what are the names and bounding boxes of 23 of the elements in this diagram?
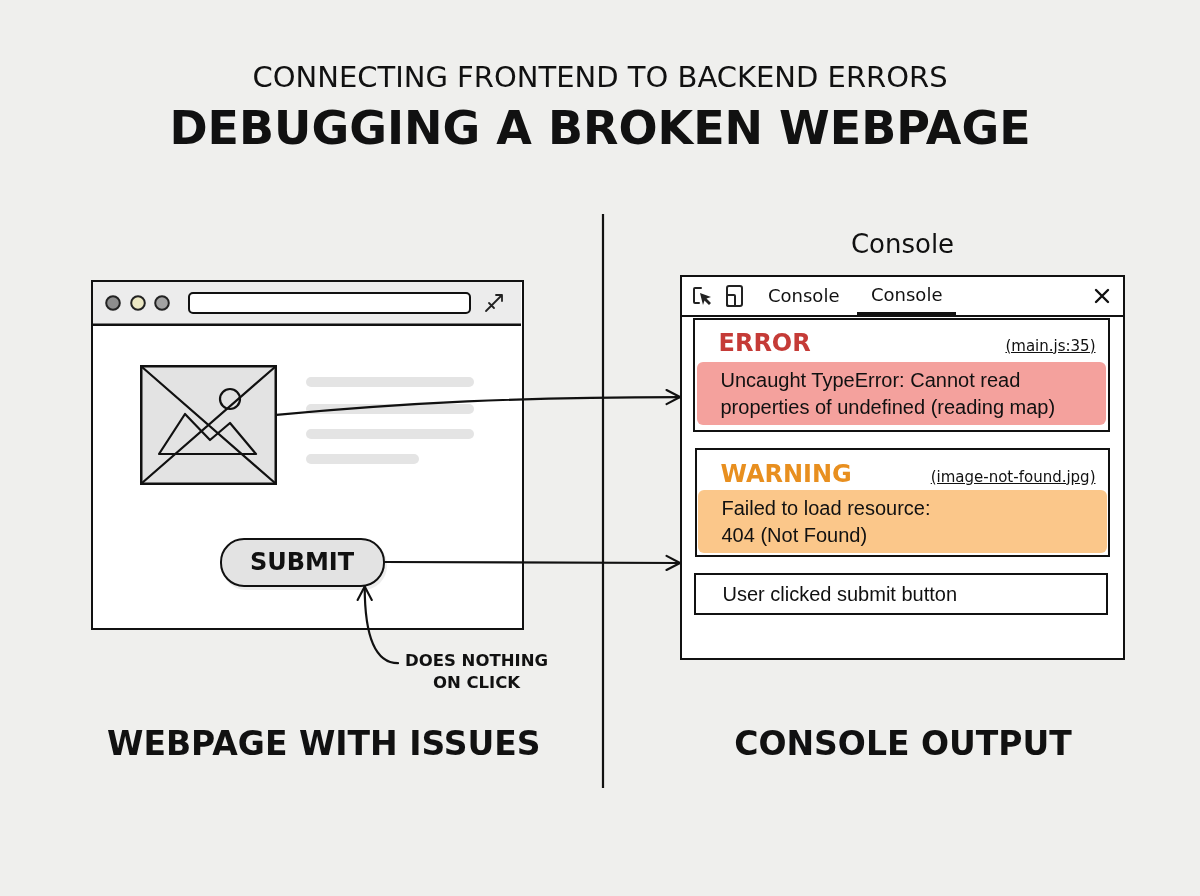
browser-window <box>91 280 524 630</box>
image-placeholder <box>139 364 277 485</box>
arrow <box>383 554 682 572</box>
submit-button: SUBMIT <box>219 537 385 587</box>
section-caption: CONSOLE OUTPUT <box>734 723 1072 765</box>
source-link: (main.js:35) <box>1005 335 1096 356</box>
subtitle: CONNECTING FRONTEND TO BACKEND ERRORS <box>252 59 948 96</box>
section-caption: WEBPAGE WITH ISSUES <box>107 723 541 765</box>
panel-heading: Console <box>850 228 955 261</box>
active-tab-label: Console <box>857 277 957 315</box>
log-message: User clicked submit button <box>693 572 1108 615</box>
warning-message: Failed to load resource: 404 (Not Found) <box>697 489 1107 553</box>
error-entry <box>692 317 1110 432</box>
tab-label: Console <box>768 284 840 308</box>
warning-entry <box>694 447 1110 557</box>
leader-line <box>356 585 400 665</box>
source-link: (image-not-found.jpg) <box>930 466 1096 487</box>
warning-label: WARNING <box>720 458 852 489</box>
arrow <box>275 388 682 416</box>
title: DEBUGGING A BROKEN WEBPAGE <box>169 100 1031 156</box>
error-message: Uncaught TypeError: Cannot read properties of undefined (reading map) <box>696 361 1106 425</box>
annotation-text: DOES NOTHING ON CLICK <box>398 650 555 694</box>
error-label: ERROR <box>718 327 811 358</box>
